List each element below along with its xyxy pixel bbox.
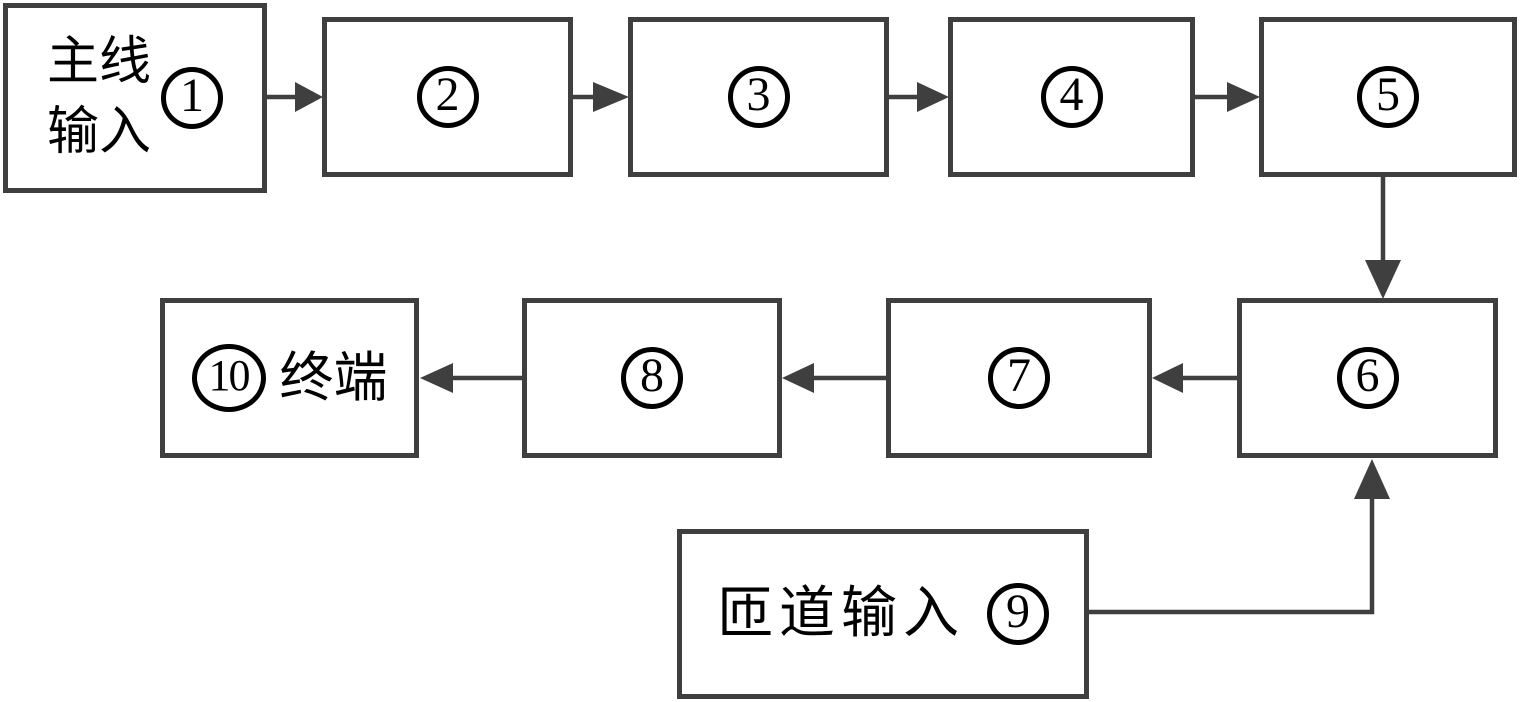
edge-8-10: [420, 363, 523, 393]
circled-number-10: 10: [191, 344, 266, 412]
circled-number-7: 7: [988, 347, 1050, 409]
node-7-box: 7: [886, 298, 1152, 458]
circled-number-9: 9: [987, 583, 1049, 645]
circled-number-8: 8: [621, 347, 683, 409]
node-1-label-line1: 主线: [46, 34, 151, 91]
node-10-box: 10 终端: [160, 298, 419, 458]
edge-6-7: [1152, 363, 1238, 393]
node-9-label: 匝道输入: [717, 583, 965, 645]
edge-7-8: [782, 363, 887, 393]
node-3-box: 3: [628, 17, 889, 177]
node-1-label: 主线 输入: [47, 37, 151, 159]
node-1-label-line2: 输入: [46, 104, 151, 161]
edge-5-6: [1365, 176, 1401, 299]
edge-1-2: [266, 82, 323, 112]
node-5-box: 5: [1259, 17, 1517, 177]
circled-number-2: 2: [416, 66, 479, 128]
circled-number-6: 6: [1336, 347, 1399, 409]
edge-9-6: [1088, 459, 1390, 615]
node-2-box: 2: [322, 17, 573, 177]
node-6-box: 6: [1237, 298, 1498, 458]
node-10-label: 终端: [279, 348, 388, 408]
edge-3-4: [888, 82, 949, 112]
circled-number-5: 5: [1357, 66, 1419, 128]
edge-2-3: [572, 82, 629, 112]
node-1-box: 主线 输入 1: [3, 3, 267, 193]
circled-number-4: 4: [1040, 66, 1103, 128]
node-8-box: 8: [522, 298, 782, 458]
edge-4-5: [1194, 82, 1260, 112]
node-4-box: 4: [948, 17, 1195, 177]
circled-number-1: 1: [161, 67, 223, 129]
circled-number-3: 3: [727, 66, 790, 128]
node-9-box: 匝道输入 9: [677, 529, 1089, 699]
